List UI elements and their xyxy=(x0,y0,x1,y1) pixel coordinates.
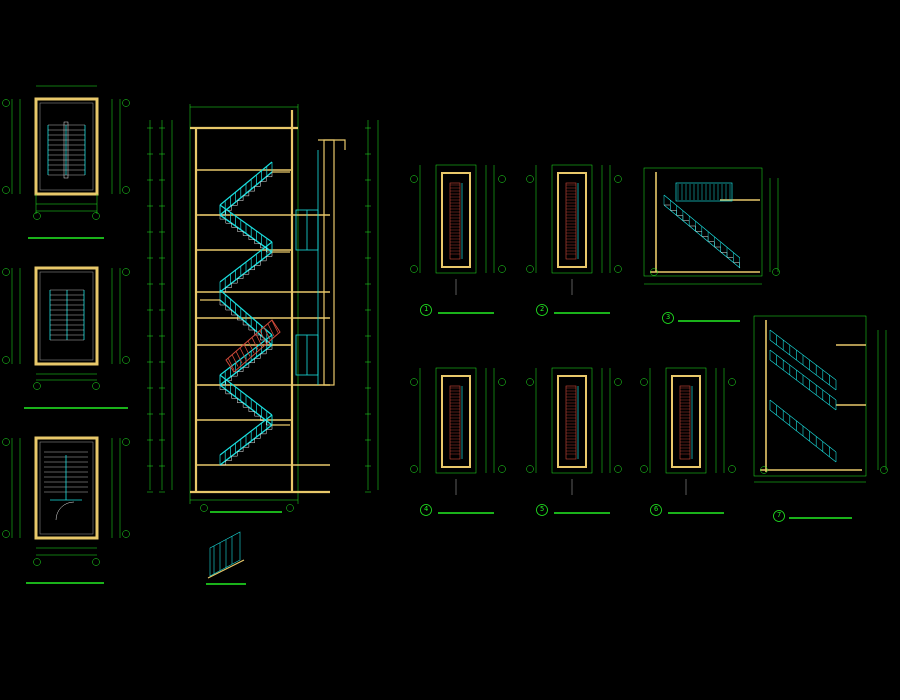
stair-flight xyxy=(200,204,273,253)
detail-plan xyxy=(410,164,506,316)
detail-plan xyxy=(410,367,506,516)
detail-plan xyxy=(526,367,622,516)
plan-left-1 xyxy=(2,85,130,220)
detail-plan-number: 1 xyxy=(424,305,429,313)
detail-section-7 xyxy=(753,315,888,522)
stair-flight xyxy=(219,241,290,293)
detail-plan-number: 6 xyxy=(654,505,659,513)
plan-left-2 xyxy=(2,266,130,390)
detail-plan xyxy=(526,164,622,316)
stair-flight xyxy=(219,161,290,216)
detail-7-number: 7 xyxy=(777,511,782,519)
stair-flight xyxy=(219,334,290,386)
detail-plan-number: 4 xyxy=(424,505,429,513)
stair-flight xyxy=(219,414,290,466)
detail-section-3 xyxy=(643,167,780,324)
detail-3-number: 3 xyxy=(666,313,671,321)
section-main xyxy=(147,104,379,512)
railing-detail xyxy=(206,531,246,585)
detail-plan xyxy=(640,367,736,516)
detail-plan-number: 5 xyxy=(540,505,545,513)
plan-left-3 xyxy=(2,436,130,566)
detail-plan-number: 2 xyxy=(540,305,545,313)
